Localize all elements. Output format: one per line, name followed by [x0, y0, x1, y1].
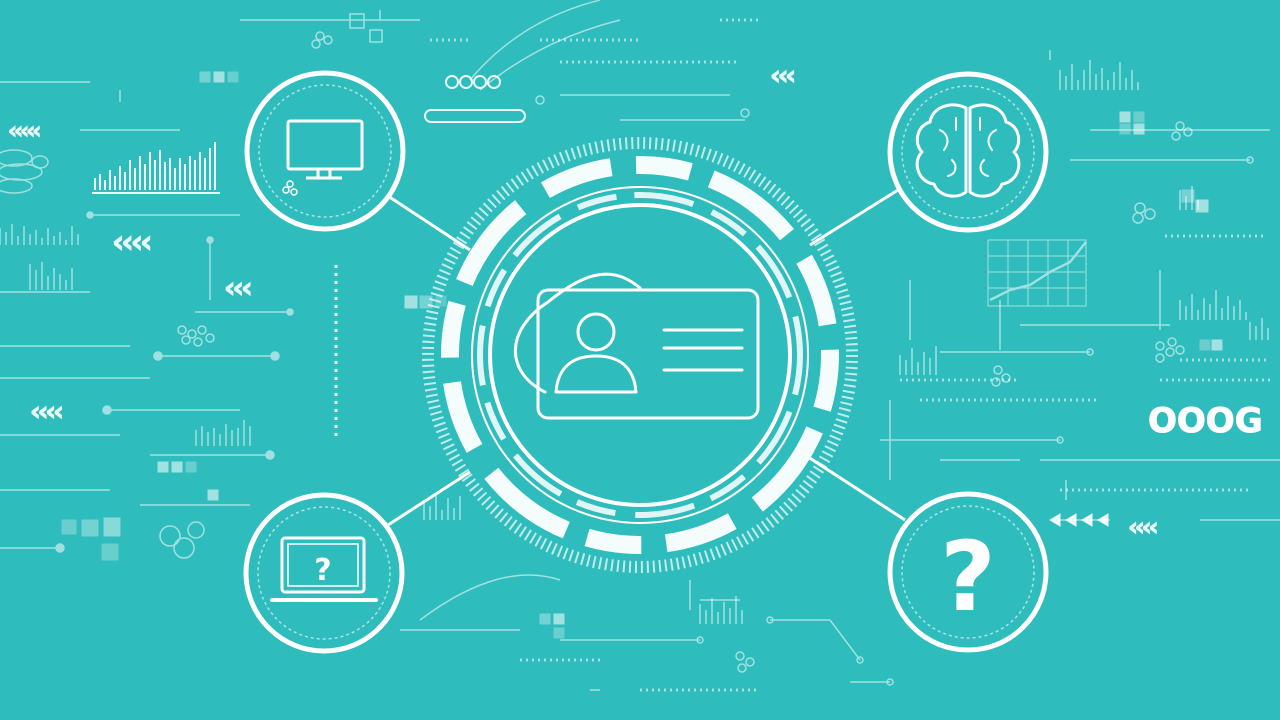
right-square-blocks [207, 111, 1223, 639]
question-mark-icon: ? [940, 521, 996, 633]
connector-top-left [387, 194, 471, 252]
connector-bottom-left [387, 470, 471, 527]
left-bar-chart [92, 142, 220, 194]
id-card-icon [513, 272, 760, 420]
right-circles-row: OOOG [1148, 401, 1264, 442]
id-card-body [536, 288, 760, 420]
inner-thin-ring [471, 186, 809, 524]
right-arrow-row [1049, 513, 1109, 527]
connector-top-right [809, 188, 899, 247]
right-grid-chart [987, 239, 1087, 307]
left-chevrons: ‹‹‹‹‹ ‹‹‹‹ ‹‹‹ ‹‹‹‹ ‹‹‹ ‹‹‹‹ [8, 61, 1161, 542]
svg-text:‹‹‹‹: ‹‹‹‹ [1128, 513, 1157, 541]
outer-segmented-ring [441, 156, 839, 554]
inner-segmented-ring [477, 192, 803, 518]
node-bottom-right: ? [887, 491, 1049, 653]
left-cloud-shapes [0, 149, 49, 194]
laptop-question-mark: ? [314, 553, 331, 588]
right-waveforms [899, 60, 1269, 375]
svg-text:‹‹‹‹: ‹‹‹‹ [30, 397, 62, 427]
svg-text:‹‹‹: ‹‹‹ [770, 61, 794, 91]
central-ring [422, 137, 858, 573]
bottom-circuit-lines [400, 574, 894, 691]
top-pills [424, 75, 526, 123]
desktop-monitor-icon [282, 119, 364, 196]
left-circuit-lines [0, 81, 294, 553]
right-dot-clusters [735, 121, 1193, 673]
inner-solid-ring [488, 203, 792, 507]
node-top-left [244, 70, 406, 232]
id-card-avatar-head [576, 312, 616, 352]
node-bottom-left: ? [243, 492, 405, 654]
right-circuit-lines [880, 50, 1280, 521]
circles-row-text: OOOG [1148, 401, 1263, 441]
id-card-avatar-body [554, 354, 638, 394]
laptop-question-icon: ? [270, 536, 378, 602]
svg-text:‹‹‹‹‹: ‹‹‹‹‹ [8, 119, 39, 144]
connector-lines [387, 188, 906, 527]
background-decorations: ‹‹‹‹‹ ‹‹‹‹ ‹‹‹ ‹‹‹‹ ‹‹‹ ‹‹‹‹ [0, 0, 1280, 692]
id-card-lanyard [513, 272, 642, 394]
node-top-right [887, 71, 1049, 233]
brain-icon [915, 103, 1021, 198]
top-circuit-lines [240, 0, 750, 121]
svg-text:‹‹‹: ‹‹‹ [224, 271, 250, 304]
connector-bottom-right [804, 453, 906, 522]
top-dashed-rows [430, 18, 1270, 692]
left-dot-clusters [159, 31, 333, 559]
tick-ring [422, 137, 858, 573]
left-waveforms [0, 224, 251, 446]
svg-text:‹‹‹‹: ‹‹‹‹ [112, 225, 150, 260]
